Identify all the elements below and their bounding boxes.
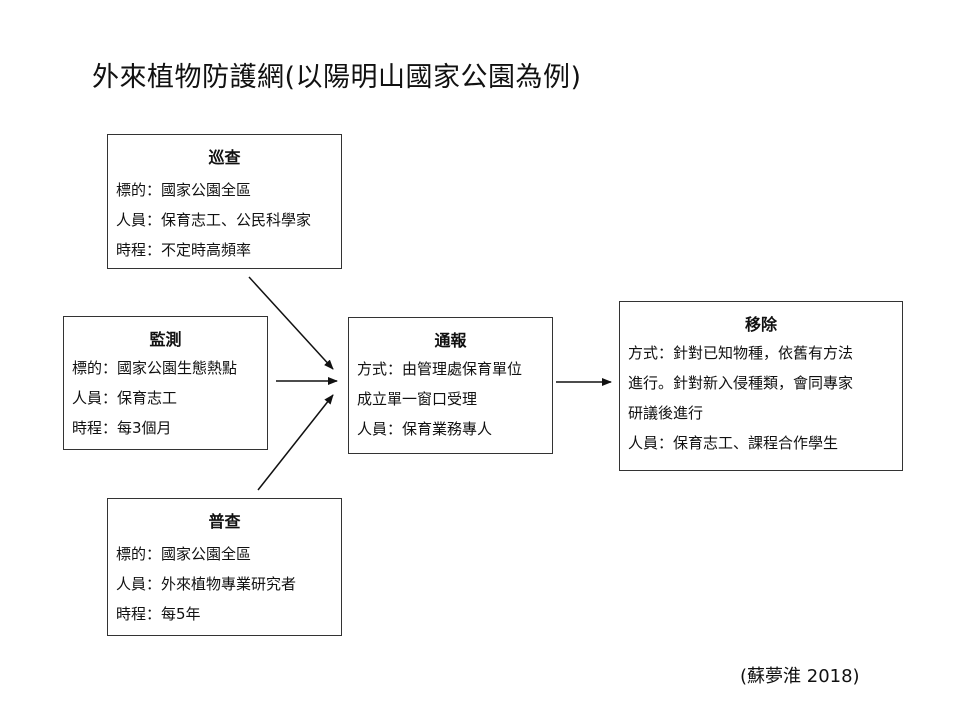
monitor-personnel: 人員：保育志工	[72, 389, 178, 407]
arrow-survey-to-report	[257, 394, 334, 491]
report-method-cont: 成立單一窗口受理	[357, 390, 478, 408]
removal-method: 方式：針對已知物種，依舊有方法	[628, 344, 854, 362]
monitor-title: 監測	[149, 330, 182, 349]
removal-box: 移除 方式：針對已知物種，依舊有方法 進行。針對新入侵種類，會同專家 研議後進行…	[619, 301, 903, 471]
patrol-personnel: 人員：保育志工、公民科學家	[116, 211, 312, 229]
monitor-target: 標的：國家公園生態熱點	[72, 359, 238, 377]
monitor-schedule: 時程：每3個月	[72, 419, 172, 437]
diagram-title: 外來植物防護網(以陽明山國家公園為例)	[92, 62, 582, 93]
survey-personnel: 人員：外來植物專業研究者	[116, 575, 297, 593]
monitor-box: 監測 標的：國家公園生態熱點 人員：保育志工 時程：每3個月	[63, 316, 268, 450]
survey-schedule: 時程：每5年	[116, 605, 201, 623]
removal-method-cont: 進行。針對新入侵種類，會同專家	[628, 374, 854, 392]
report-title: 通報	[434, 331, 467, 350]
patrol-schedule: 時程：不定時高頻率	[116, 241, 252, 259]
removal-method-end: 研議後進行	[628, 404, 704, 422]
report-personnel: 人員：保育業務專人	[357, 420, 493, 438]
survey-target: 標的：國家公園全區	[116, 545, 252, 563]
patrol-box: 巡查 標的：國家公園全區 人員：保育志工、公民科學家 時程：不定時高頻率	[107, 134, 342, 269]
removal-title: 移除	[744, 315, 777, 334]
report-box: 通報 方式：由管理處保育單位 成立單一窗口受理 人員：保育業務專人	[348, 317, 553, 454]
survey-box: 普查 標的：國家公園全區 人員：外來植物專業研究者 時程：每5年	[107, 498, 342, 636]
patrol-target: 標的：國家公園全區	[116, 181, 252, 199]
report-method: 方式：由管理處保育單位	[357, 360, 523, 378]
removal-personnel: 人員：保育志工、課程合作學生	[628, 434, 839, 452]
survey-title: 普查	[208, 512, 241, 531]
citation: (蘇夢淮 2018)	[740, 666, 860, 687]
patrol-title: 巡查	[208, 148, 241, 167]
